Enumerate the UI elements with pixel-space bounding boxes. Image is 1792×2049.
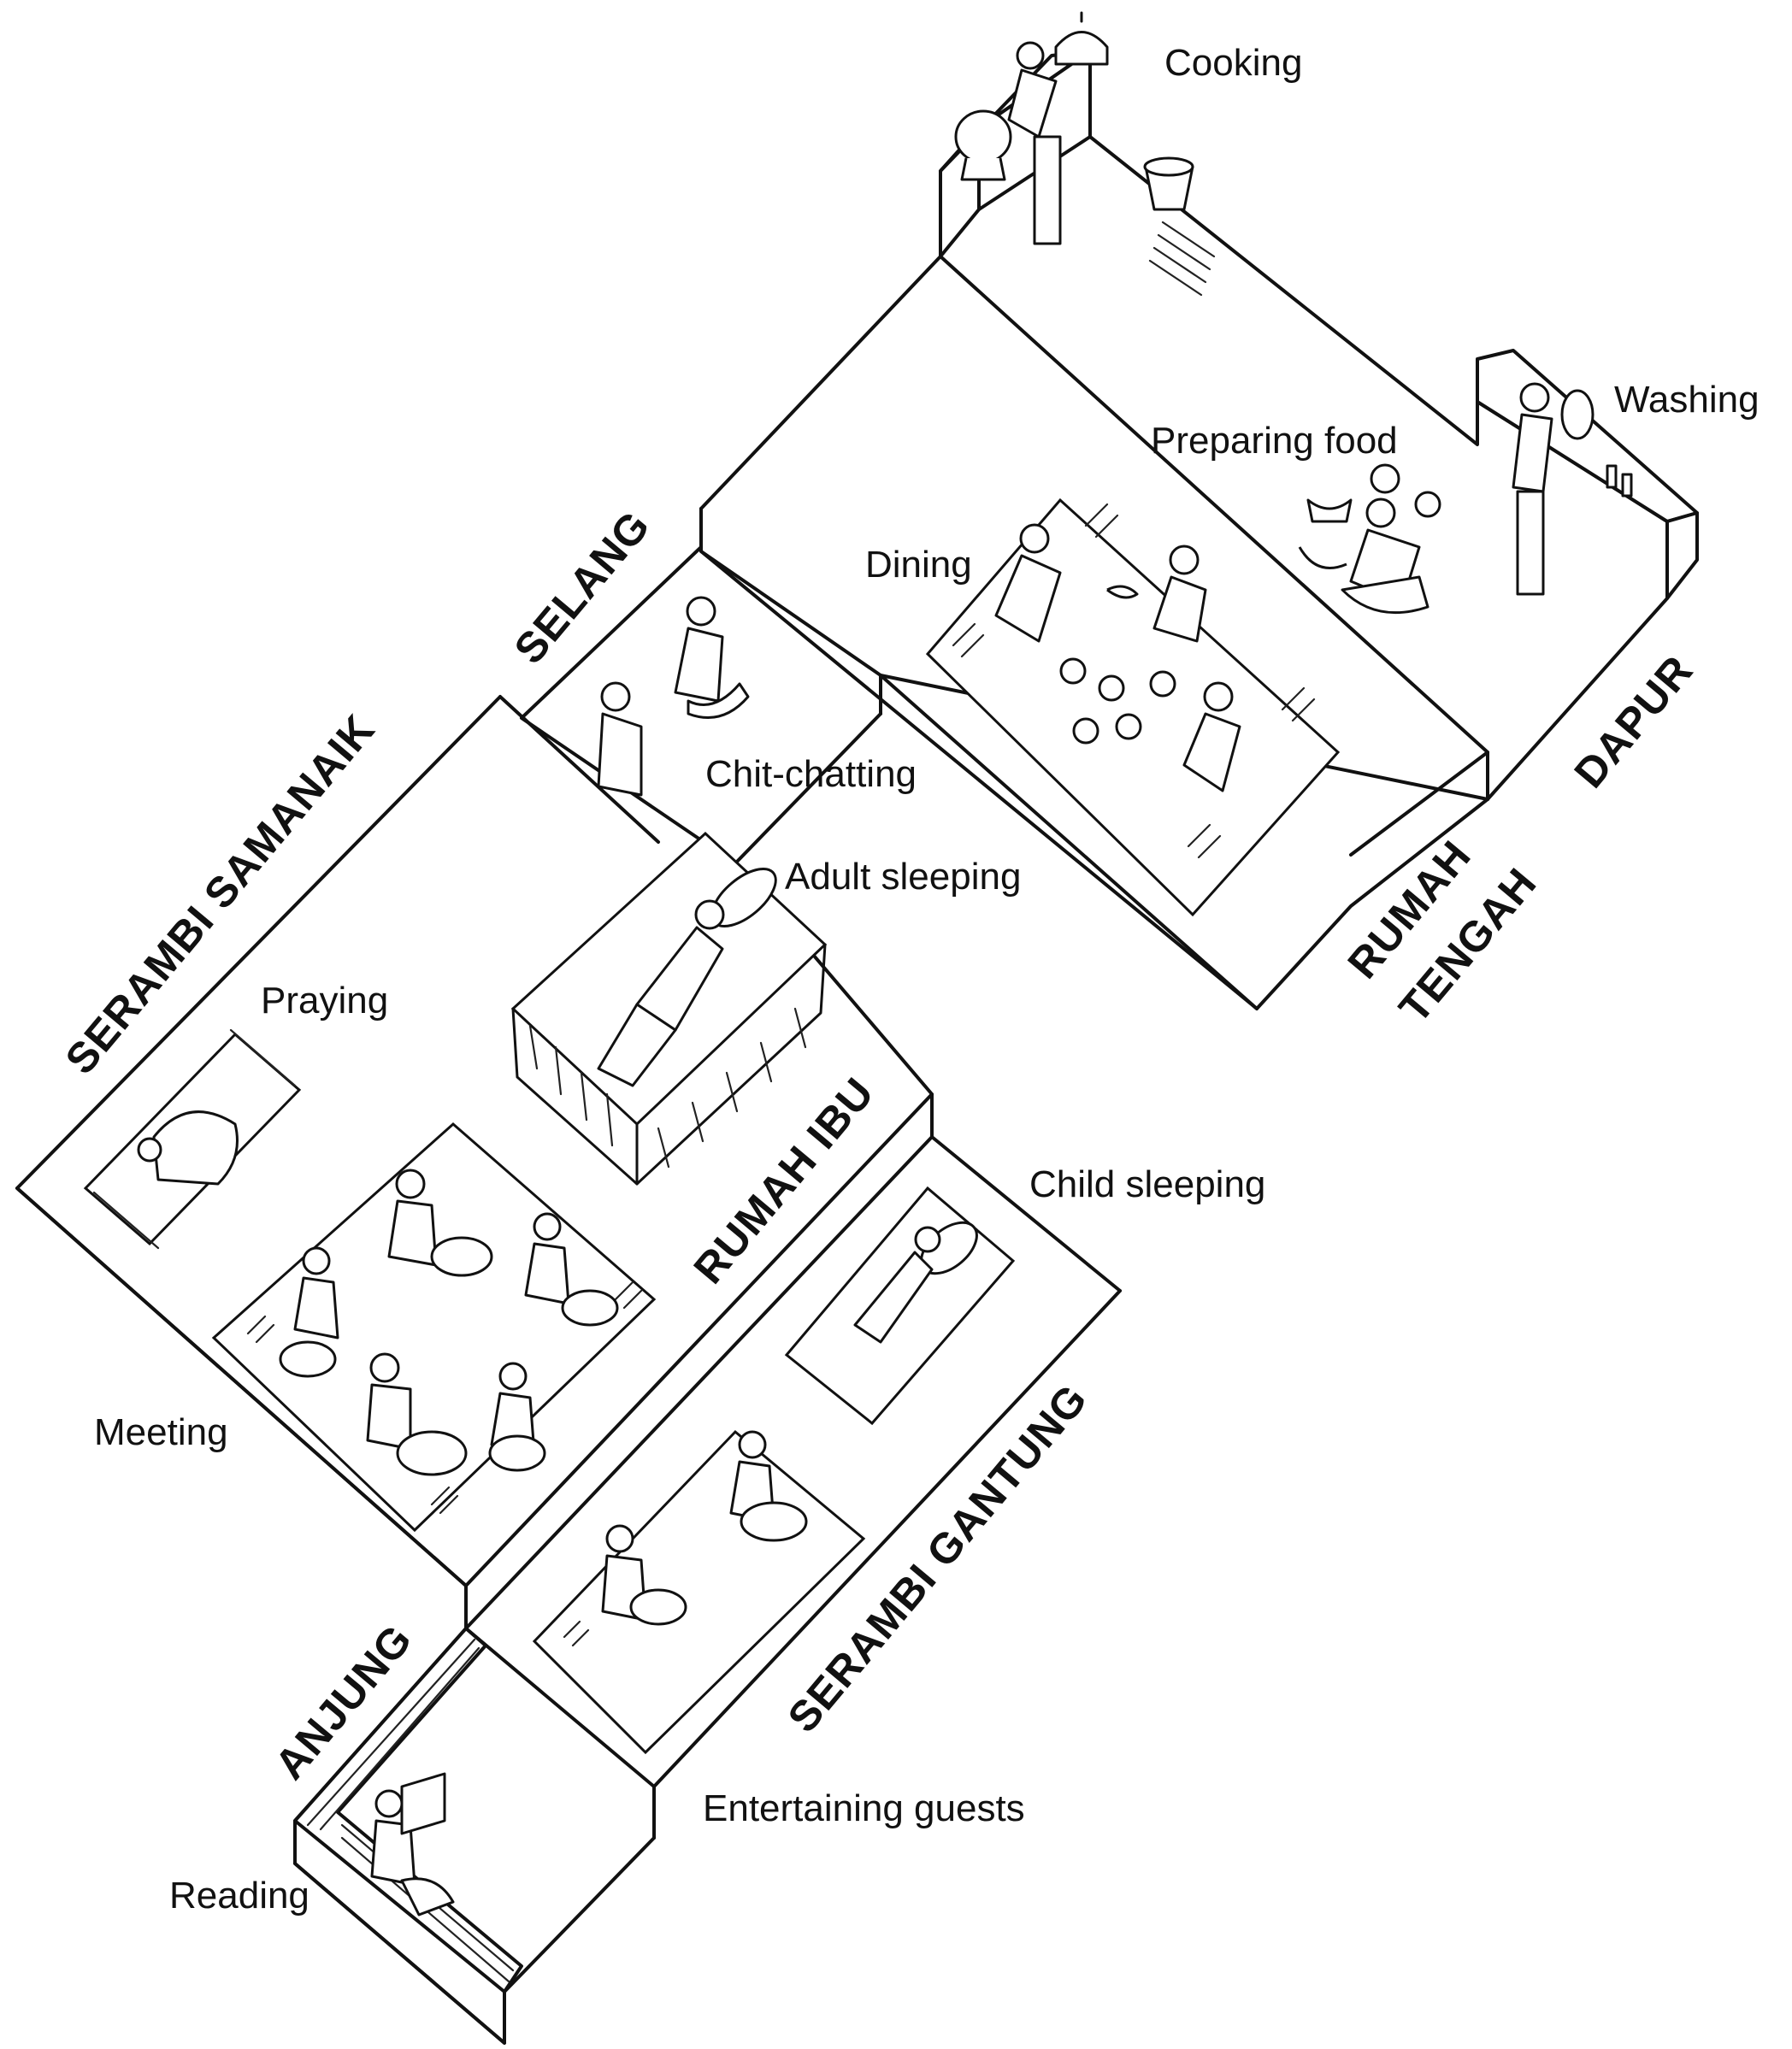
- label-chit-chatting: Chit-chatting: [705, 753, 917, 795]
- floor-outlines: [15, 50, 1699, 2045]
- prayer-figure: [137, 1110, 239, 1186]
- label-child-sleeping: Child sleeping: [1029, 1163, 1265, 1205]
- plate-icon: [1560, 389, 1595, 440]
- label-preparing-food: Preparing food: [1151, 420, 1398, 462]
- room-label-rumah-ibu: RUMAH IBU: [685, 1069, 884, 1292]
- book-icon: [400, 1772, 446, 1835]
- pot-icon: [954, 109, 1012, 181]
- label-praying: Praying: [261, 980, 388, 1022]
- label-cooking: Cooking: [1164, 42, 1302, 84]
- label-washing: Washing: [1614, 379, 1760, 421]
- room-label-serambi-samanaik: SERAMBI SAMANAIK: [56, 705, 385, 1083]
- room-label-dapur: DAPUR: [1565, 646, 1702, 797]
- label-meeting: Meeting: [94, 1411, 228, 1453]
- bucket-icon: [1143, 156, 1194, 211]
- diners: [994, 523, 1241, 792]
- washer-figure: [1512, 382, 1633, 596]
- label-entertaining-guests: Entertaining guests: [703, 1787, 1025, 1829]
- room-label-selang: SELANG: [505, 502, 660, 673]
- child-sleeper: [853, 1221, 978, 1344]
- chatters: [597, 596, 750, 797]
- label-dining: Dining: [865, 544, 972, 586]
- guests: [601, 1430, 808, 1626]
- kettle-icon: [1054, 11, 1109, 66]
- room-label-anjung: ANJUNG: [266, 1616, 421, 1788]
- adult-sleeper: [597, 899, 725, 1087]
- serambi-samanaik-floor: [15, 695, 660, 1630]
- mortar-icon: [1306, 498, 1353, 523]
- activity-labels: Cooking Washing Preparing food Dining Ch…: [94, 42, 1760, 1917]
- figures: [137, 11, 1633, 1917]
- label-reading: Reading: [169, 1875, 309, 1917]
- label-adult-sleeping: Adult sleeping: [785, 856, 1021, 898]
- cook-figure: [1007, 41, 1062, 245]
- meeting-group: [279, 1169, 619, 1476]
- serambi-gantung-floor: [464, 1289, 1122, 1840]
- preparer-figure: [1298, 463, 1441, 615]
- reader: [370, 1772, 455, 1917]
- anjung-floor: [293, 1627, 656, 2045]
